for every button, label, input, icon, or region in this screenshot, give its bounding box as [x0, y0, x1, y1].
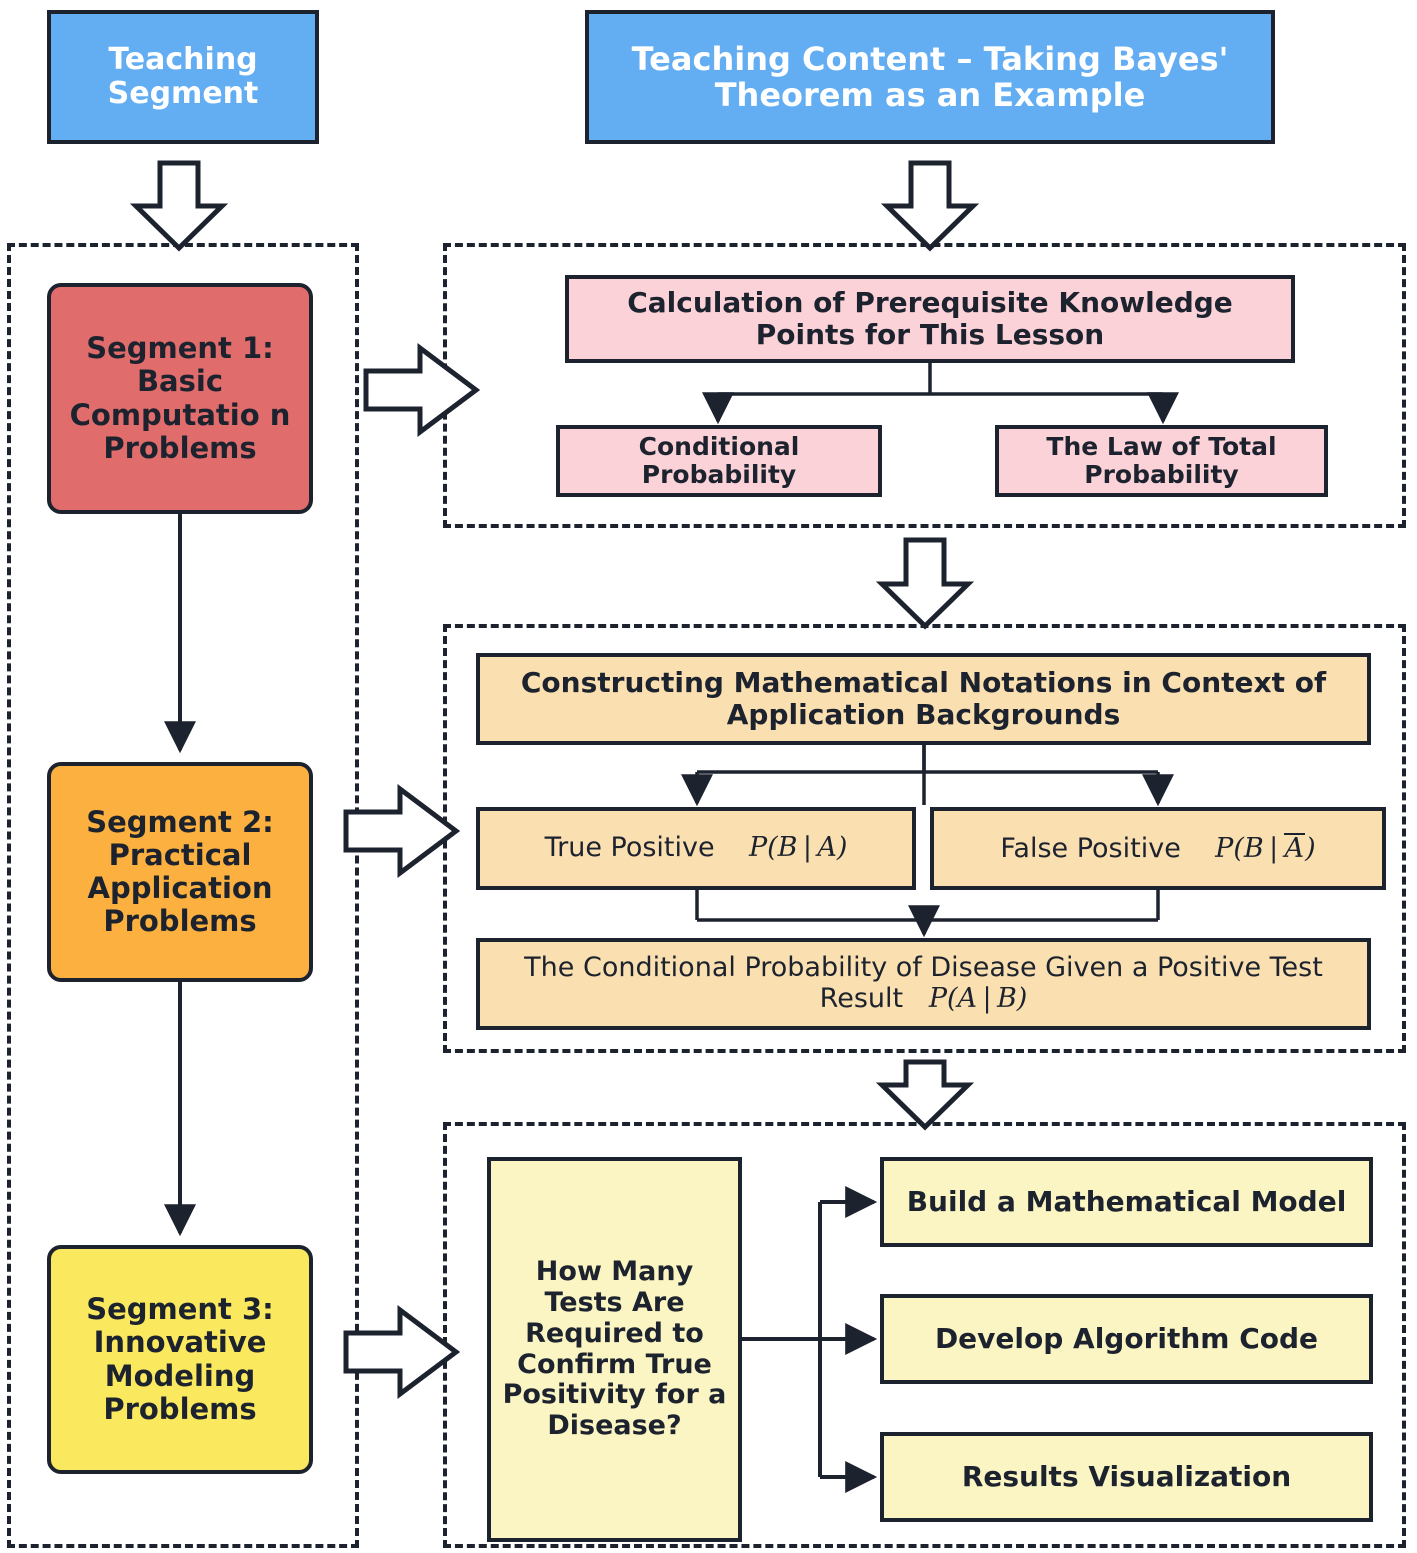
- header-teaching-segment-label: Teaching Segment: [107, 41, 259, 111]
- build-model-node[interactable]: Build a Mathematical Model: [880, 1157, 1373, 1247]
- prerequisite-knowledge-node[interactable]: Calculation of Prerequisite Knowledge Po…: [565, 275, 1295, 363]
- results-visualization-node[interactable]: Results Visualization: [880, 1432, 1373, 1522]
- header-teaching-segment: Teaching Segment: [47, 10, 319, 144]
- build-model-label: Build a Mathematical Model: [906, 1185, 1347, 1219]
- block-arrow-down-teaching-content: [880, 160, 980, 252]
- total-probability-label: The Law of Total Probability: [1046, 431, 1277, 489]
- prerequisite-knowledge-label: Calculation of Prerequisite Knowledge Po…: [627, 286, 1233, 351]
- true-positive-label: True Positive: [544, 832, 715, 864]
- true-positive-node[interactable]: True Positive P(B | A): [476, 807, 916, 890]
- modeling-question-node[interactable]: How Many Tests Are Required to Confirm T…: [487, 1157, 742, 1542]
- total-probability-node[interactable]: The Law of Total Probability: [995, 425, 1328, 497]
- block-arrow-right-segment3: [343, 1305, 461, 1399]
- block-arrow-down-group1-to-group2: [875, 537, 975, 630]
- false-positive-node[interactable]: False Positive P(B | A): [930, 807, 1386, 890]
- posterior-probability-label: The Conditional Probability of Disease G…: [524, 952, 1323, 1014]
- develop-algorithm-label: Develop Algorithm Code: [934, 1322, 1319, 1356]
- segment-2-node[interactable]: Segment 2: Practical Application Problem…: [47, 762, 313, 982]
- block-arrow-down-teaching-segment: [129, 160, 229, 252]
- true-positive-formula: P(B | A): [748, 832, 848, 864]
- segment-1-node[interactable]: Segment 1: Basic Computatio n Problems: [47, 283, 313, 514]
- segment-3-label: Segment 3: Innovative Modeling Problems: [86, 1292, 274, 1426]
- develop-algorithm-node[interactable]: Develop Algorithm Code: [880, 1294, 1373, 1384]
- segment-3-node[interactable]: Segment 3: Innovative Modeling Problems: [47, 1245, 313, 1474]
- false-positive-label: False Positive: [1000, 832, 1181, 864]
- header-teaching-content: Teaching Content – Taking Bayes' Theorem…: [585, 10, 1275, 144]
- results-visualization-label: Results Visualization: [961, 1460, 1292, 1494]
- modeling-question-label: How Many Tests Are Required to Confirm T…: [502, 1256, 727, 1442]
- conditional-probability-node[interactable]: Conditional Probability: [556, 425, 882, 497]
- conditional-probability-label: Conditional Probability: [638, 431, 800, 489]
- header-teaching-content-label: Teaching Content – Taking Bayes' Theorem…: [631, 39, 1229, 114]
- constructing-notations-label: Constructing Mathematical Notations in C…: [520, 666, 1327, 731]
- posterior-probability-formula: P(A | B): [928, 983, 1028, 1014]
- constructing-notations-node[interactable]: Constructing Mathematical Notations in C…: [476, 653, 1371, 745]
- false-positive-formula: P(B | A): [1215, 832, 1316, 864]
- segment-1-label: Segment 1: Basic Computatio n Problems: [69, 331, 291, 465]
- posterior-probability-node[interactable]: The Conditional Probability of Disease G…: [476, 938, 1371, 1030]
- block-arrow-down-group2-to-group3: [875, 1059, 975, 1131]
- segment-2-label: Segment 2: Practical Application Problem…: [86, 804, 274, 939]
- block-arrow-right-segment2: [343, 784, 461, 878]
